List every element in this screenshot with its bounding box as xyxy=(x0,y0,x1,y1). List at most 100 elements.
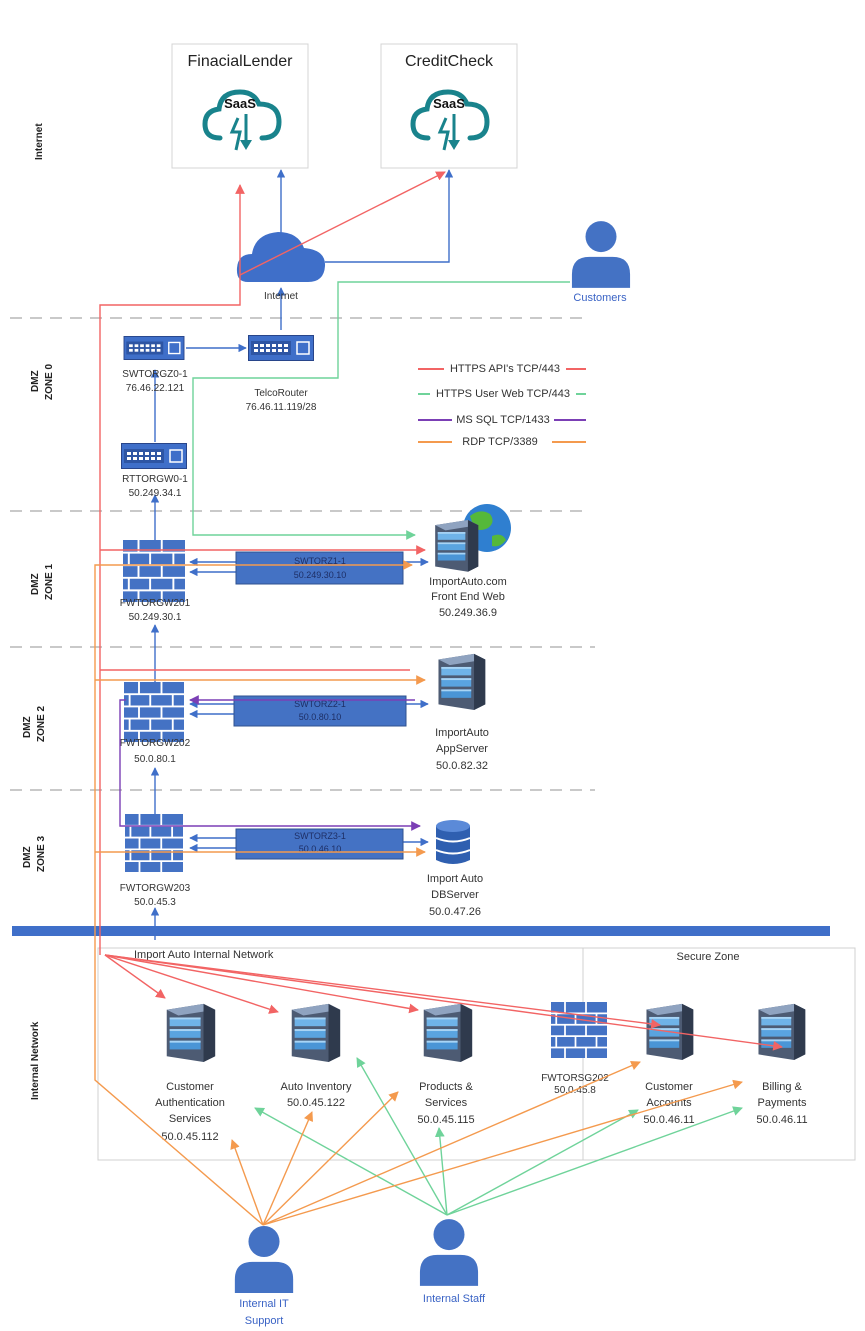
internet-label: Internet xyxy=(264,291,298,302)
device-name-2: DBServer xyxy=(431,889,479,901)
svg-text:Internal Staff: Internal Staff xyxy=(423,1293,486,1305)
device-ip: 50.0.80.10 xyxy=(299,712,342,722)
svg-text:MS SQL TCP/1433: MS SQL TCP/1433 xyxy=(456,414,550,426)
server-icon xyxy=(435,520,479,572)
legend-rdp: RDP TCP/3389 xyxy=(418,434,586,448)
server-icon xyxy=(166,1003,216,1062)
legend-https-api: HTTPS API's TCP/443 xyxy=(418,361,586,375)
device-name: FWTORGW203 xyxy=(120,883,191,894)
svg-text:ZONE 2: ZONE 2 xyxy=(36,705,47,742)
svg-text:ZONE 1: ZONE 1 xyxy=(44,563,55,600)
internal-it-support-user: Internal IT Support xyxy=(234,1225,294,1327)
device-name: ImportAuto.com xyxy=(429,576,507,588)
device-ip: 50.249.30.1 xyxy=(129,612,182,623)
firewall-icon xyxy=(123,682,185,742)
legend-ms-sql: MS SQL TCP/1433 xyxy=(418,412,586,426)
server-customer-accounts: Customer Accounts 50.0.46.11 xyxy=(643,1003,695,1126)
saas-credit-check: CreditCheck SaaS xyxy=(380,43,518,169)
saas-title: CreditCheck xyxy=(405,53,494,70)
svg-text:Authentication: Authentication xyxy=(155,1097,225,1109)
device-name: FWTORSG202 xyxy=(541,1073,609,1084)
legend-https-user: HTTPS User Web TCP/443 xyxy=(418,386,586,400)
svg-text:Auto Inventory: Auto Inventory xyxy=(281,1081,352,1093)
device-ip: 50.249.36.9 xyxy=(439,607,497,619)
device-name-2: Front End Web xyxy=(431,591,505,603)
server-products-services: Products & Services 50.0.45.115 xyxy=(417,1003,475,1126)
svg-text:50.0.46.11: 50.0.46.11 xyxy=(643,1114,694,1126)
svg-text:Billing &: Billing & xyxy=(762,1081,802,1093)
person-icon xyxy=(419,1219,479,1286)
device-ip: 50.0.80.1 xyxy=(134,754,176,765)
internal-staff-user: Internal Staff xyxy=(419,1219,486,1305)
database-server: Import Auto DBServer 50.0.47.26 xyxy=(427,820,483,918)
device-name: ImportAuto xyxy=(435,727,489,739)
device-name: TelcoRouter xyxy=(254,388,308,399)
server-auto-inventory: Auto Inventory 50.0.45.122 xyxy=(281,1003,352,1109)
server-app: ImportAuto AppServer 50.0.82.32 xyxy=(435,653,489,772)
firewall-fw202: FWTORGW202 50.0.80.1 xyxy=(120,682,191,765)
svg-text:ZONE 3: ZONE 3 xyxy=(36,835,47,872)
server-billing-payments: Billing & Payments 50.0.46.11 xyxy=(756,1003,808,1126)
svg-text:50.0.45.115: 50.0.45.115 xyxy=(417,1114,474,1126)
server-icon xyxy=(423,1003,473,1062)
svg-text:50.0.46.11: 50.0.46.11 xyxy=(756,1114,807,1126)
zone-label-dmz1: DMZ ZONE 1 xyxy=(30,563,55,600)
device-name-2: AppServer xyxy=(436,743,488,755)
server-customer-auth: Customer Authentication Services 50.0.45… xyxy=(155,1003,225,1143)
saas-badge: SaaS xyxy=(224,96,256,111)
secure-zone-box xyxy=(582,947,856,1161)
svg-text:Support: Support xyxy=(245,1315,284,1327)
firewall-icon xyxy=(124,814,184,872)
device-ip: 76.46.22.121 xyxy=(126,383,185,394)
firewall-fw203: FWTORGW203 50.0.45.3 xyxy=(120,814,191,908)
https-user-flows xyxy=(192,281,743,1216)
svg-text:Services: Services xyxy=(425,1097,468,1109)
device-ip: 76.46.11.119/28 xyxy=(246,402,317,413)
customers-user: Customers xyxy=(571,221,631,304)
zone-label-internal: Internal Network xyxy=(30,1021,41,1100)
device-name: Import Auto xyxy=(427,873,483,885)
https-api-flows xyxy=(99,171,783,1051)
switch-sw1: SWTORZ1-1 50.249.30.10 xyxy=(235,551,404,585)
device-name: RTTORGW0-1 xyxy=(122,474,188,485)
svg-text:Services: Services xyxy=(169,1113,212,1125)
internal-network-backbone xyxy=(12,926,830,936)
internal-network-label: Import Auto Internal Network xyxy=(134,949,274,961)
firewall-fw201: FWTORGW201 50.249.30.1 xyxy=(120,540,191,623)
database-icon xyxy=(435,820,471,864)
router-icon xyxy=(121,442,187,470)
svg-text:RDP TCP/3389: RDP TCP/3389 xyxy=(462,436,537,448)
router-telco: TelcoRouter 76.46.11.119/28 xyxy=(246,334,317,413)
svg-text:Customer: Customer xyxy=(166,1081,214,1093)
switch-sw2: SWTORZ2-1 50.0.80.10 xyxy=(233,695,407,727)
zone-dividers xyxy=(10,317,595,791)
person-icon xyxy=(571,221,631,288)
router-icon xyxy=(248,334,314,362)
svg-text:50.0.45.122: 50.0.45.122 xyxy=(287,1097,345,1109)
svg-text:50.0.45.112: 50.0.45.112 xyxy=(161,1131,218,1143)
zone-label-internet: Internet xyxy=(34,123,45,160)
device-name: SWTORZ2-1 xyxy=(294,699,346,709)
ms-sql-flows xyxy=(119,695,421,831)
server-icon xyxy=(438,653,486,710)
device-ip: 50.249.34.1 xyxy=(129,488,182,499)
device-name: FWTORGW202 xyxy=(120,738,191,749)
internet-cloud-icon xyxy=(236,232,326,282)
device-ip: 50.249.30.10 xyxy=(294,570,347,580)
svg-text:Customer: Customer xyxy=(645,1081,693,1093)
svg-text:Products &: Products & xyxy=(419,1081,473,1093)
customers-label: Customers xyxy=(573,292,627,304)
device-ip: 50.0.46.10 xyxy=(299,844,342,854)
device-name: FWTORGW201 xyxy=(120,598,191,609)
internet-cloud: Internet xyxy=(236,232,326,302)
saas-financial-lender: FinacialLender SaaS xyxy=(171,43,309,169)
saas-title: FinacialLender xyxy=(188,53,294,70)
svg-text:ZONE 0: ZONE 0 xyxy=(44,363,55,400)
device-ip: 50.0.47.26 xyxy=(429,906,481,918)
saas-badge: SaaS xyxy=(433,96,465,111)
server-front-end-web: ImportAuto.com Front End Web 50.249.36.9 xyxy=(429,504,511,619)
network-links xyxy=(150,169,454,940)
switch-swtorgz0: SWTORGZ0-1 76.46.22.121 xyxy=(122,336,188,394)
server-icon xyxy=(291,1003,341,1062)
